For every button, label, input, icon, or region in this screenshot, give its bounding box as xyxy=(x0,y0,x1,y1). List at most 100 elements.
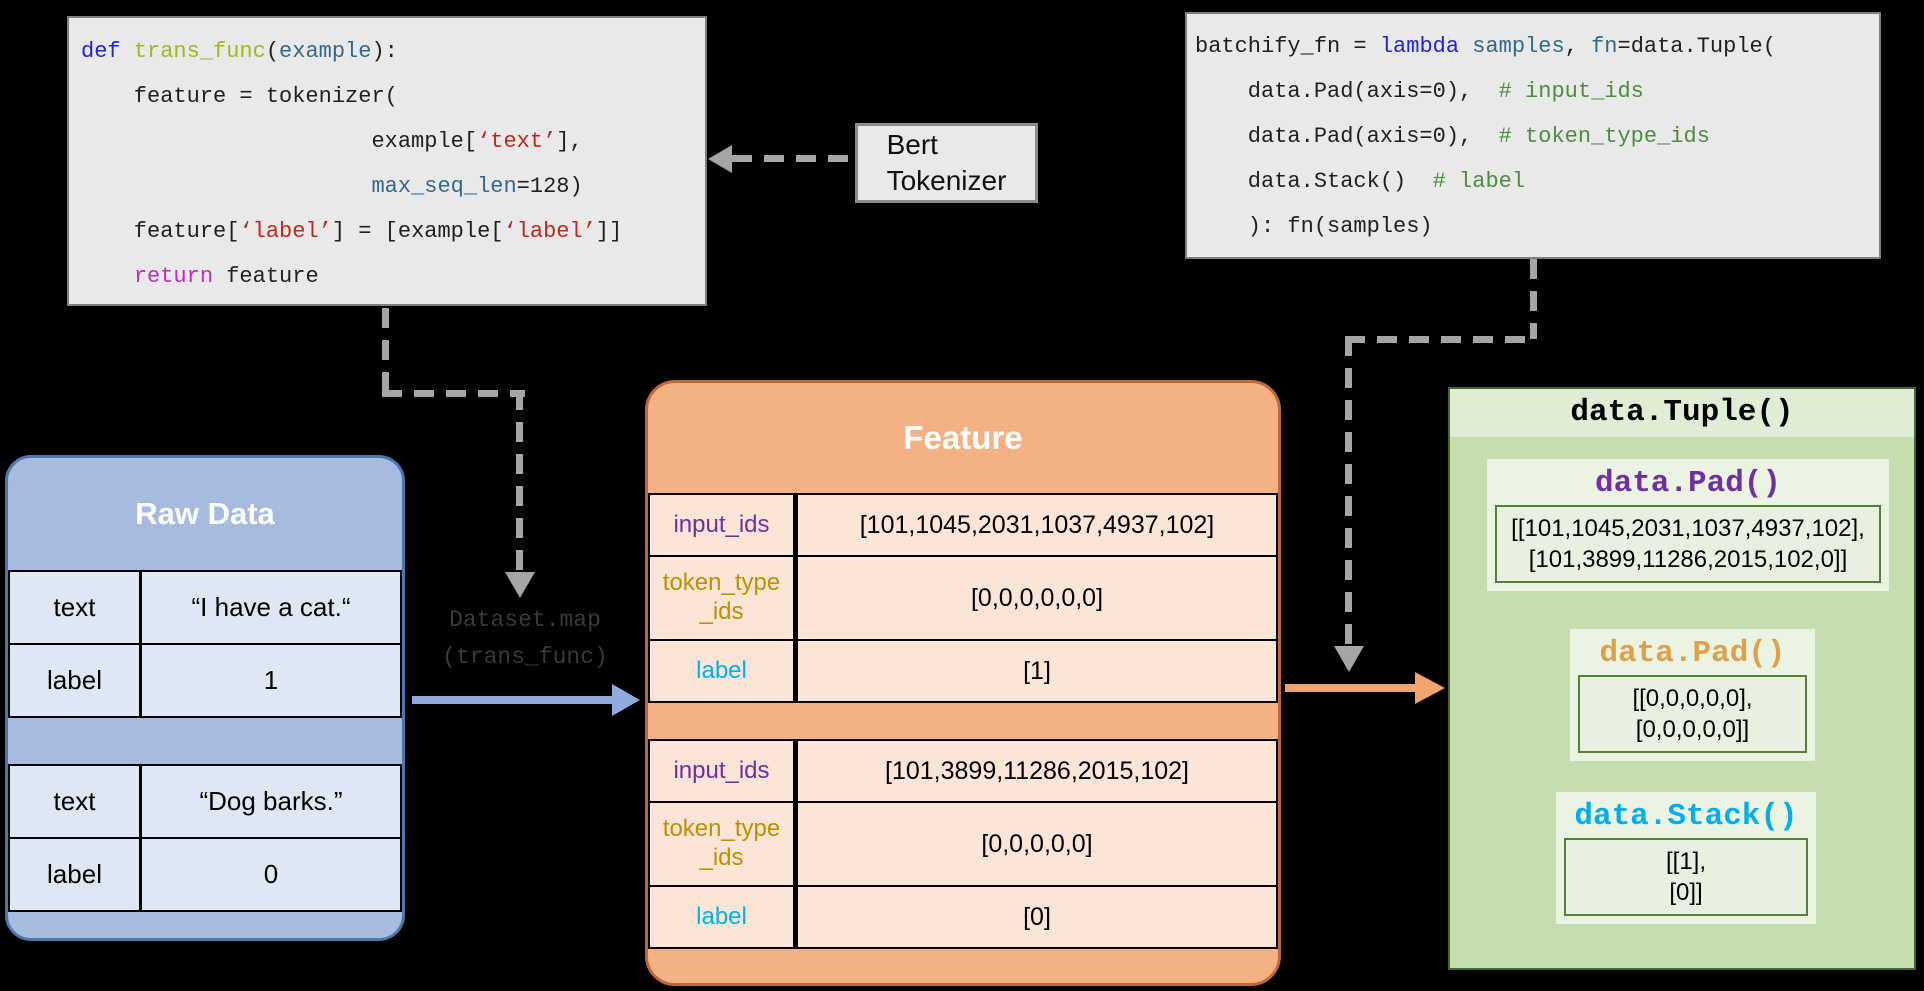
code-token: batchify_fn = xyxy=(1195,34,1380,59)
code-token: feature xyxy=(213,264,319,289)
code-block-trans-func: def trans_func(example): feature = token… xyxy=(67,16,707,306)
code-line: ): fn(samples) xyxy=(1195,204,1879,249)
bert-arrow-line xyxy=(732,155,855,162)
raw-key-cell: label xyxy=(8,837,142,912)
code-token: trans_func xyxy=(133,39,266,64)
code-token: lambda xyxy=(1379,34,1460,59)
code-token: def xyxy=(81,39,134,64)
raw-data-panel: Raw Data text “I have a cat.“ label 1 te… xyxy=(5,455,405,941)
table-row: label 1 xyxy=(8,643,402,718)
code-token: ], xyxy=(556,129,583,154)
code-token: return xyxy=(133,264,214,289)
tuple-item-title: data.Pad() xyxy=(1599,636,1786,671)
table-row: token_type _ids [0,0,0,0,0,0] xyxy=(648,555,1278,641)
transfunc-arrow-v1 xyxy=(382,308,389,396)
code-line: data.Pad(axis=0), # token_type_ids xyxy=(1195,114,1879,159)
tuple-item-value: [[1], [0]] xyxy=(1564,838,1808,917)
code-token: example[ xyxy=(81,129,478,154)
feature-key-cell: label xyxy=(648,885,796,949)
code-line: return feature xyxy=(81,254,705,299)
code-token: example xyxy=(279,39,372,64)
feature-value-cell: [0,0,0,0,0,0] xyxy=(796,555,1278,641)
code-block-batchify-fn: batchify_fn = lambda samples, fn=data.Tu… xyxy=(1185,12,1881,259)
table-row: input_ids [101,1045,2031,1037,4937,102] xyxy=(648,493,1278,557)
table-row: token_type _ids [0,0,0,0,0] xyxy=(648,801,1278,887)
code-token: ‘label’ xyxy=(239,219,332,244)
raw-key-cell: text xyxy=(8,764,142,839)
raw-to-feature-arrow-line xyxy=(412,696,614,704)
code-token: feature[ xyxy=(81,219,240,244)
tuple-item-box: data.Pad() [[101,1045,2031,1037,4937,102… xyxy=(1487,459,1889,592)
code-token: =data.Tuple( xyxy=(1617,34,1776,59)
feature-value-cell: [1] xyxy=(796,639,1278,703)
feature-key-cell: input_ids xyxy=(648,739,796,803)
bert-arrow-head-icon xyxy=(708,145,732,173)
code-line: def trans_func(example): xyxy=(81,29,705,74)
raw-value-cell: 1 xyxy=(142,643,402,718)
feature-to-tuple-arrow-line xyxy=(1285,684,1417,692)
code-line: example[‘text’], xyxy=(81,119,705,164)
code-token xyxy=(1459,34,1472,59)
code-line: data.Stack() # label xyxy=(1195,159,1879,204)
tuple-item-value: [[101,1045,2031,1037,4937,102], [101,389… xyxy=(1495,505,1881,584)
tuple-item-value: [[0,0,0,0,0], [0,0,0,0,0]] xyxy=(1578,675,1807,754)
code-token: data.Pad(axis=0), xyxy=(1195,79,1499,104)
code-token: max_seq_len xyxy=(81,174,517,199)
raw-data-title: Raw Data xyxy=(135,496,275,531)
code-line: feature = tokenizer( xyxy=(81,74,705,119)
batchify-arrow-head-icon xyxy=(1334,646,1364,672)
code-token: samples xyxy=(1472,34,1565,59)
raw-value-cell: “I have a cat.“ xyxy=(142,570,402,645)
feature-key-cell: token_type _ids xyxy=(648,555,796,641)
code-token: # token_type_ids xyxy=(1498,124,1710,149)
tuple-item-title: data.Stack() xyxy=(1574,799,1798,834)
tuple-title: data.Tuple() xyxy=(1450,389,1914,437)
raw-key-cell: label xyxy=(8,643,142,718)
code-token: fn xyxy=(1591,34,1618,59)
batchify-arrow-v1 xyxy=(1530,259,1537,339)
transfunc-arrow-head-icon xyxy=(505,572,535,598)
code-token xyxy=(81,264,134,289)
code-token: ] = [example[ xyxy=(331,219,504,244)
raw-value-cell: 0 xyxy=(142,837,402,912)
batchify-arrow-v2 xyxy=(1345,336,1352,646)
table-row: text “I have a cat.“ xyxy=(8,570,402,645)
transfunc-arrow-v2 xyxy=(516,390,523,572)
code-token: ): fn(samples) xyxy=(1195,214,1433,239)
code-token: # input_ids xyxy=(1498,79,1644,104)
code-token: ): xyxy=(371,39,398,64)
raw-value-cell: “Dog barks.” xyxy=(142,764,402,839)
tuple-panel: data.Tuple() data.Pad() [[101,1045,2031,… xyxy=(1448,387,1916,970)
code-line: max_seq_len=128) xyxy=(81,164,705,209)
tuple-item-box: data.Stack() [[1], [0]] xyxy=(1556,792,1816,925)
code-token: ]] xyxy=(595,219,623,244)
feature-to-tuple-arrow-head-icon xyxy=(1415,672,1445,704)
feature-panel: Feature input_ids [101,1045,2031,1037,49… xyxy=(645,380,1281,986)
tuple-item-box: data.Pad() [[0,0,0,0,0], [0,0,0,0,0]] xyxy=(1570,629,1815,762)
code-token: =128) xyxy=(516,174,583,199)
batchify-arrow-h1 xyxy=(1345,336,1537,343)
code-token: data.Pad(axis=0), xyxy=(1195,124,1499,149)
code-line: data.Pad(axis=0), # input_ids xyxy=(1195,69,1879,114)
bert-tokenizer-box: Bert Tokenizer xyxy=(855,123,1038,203)
table-row: label 0 xyxy=(8,837,402,912)
feature-value-cell: [101,1045,2031,1037,4937,102] xyxy=(796,493,1278,557)
code-token: # label xyxy=(1432,169,1526,194)
code-token: feature = tokenizer( xyxy=(81,84,398,109)
feature-key-cell: label xyxy=(648,639,796,703)
table-row: label [0] xyxy=(648,885,1278,949)
feature-value-cell: [101,3899,11286,2015,102] xyxy=(796,739,1278,803)
code-token: ‘label’ xyxy=(503,219,596,244)
code-token: ‘text’ xyxy=(477,129,557,154)
code-token: ( xyxy=(265,39,280,64)
feature-value-cell: [0] xyxy=(796,885,1278,949)
raw-key-cell: text xyxy=(8,570,142,645)
feature-value-cell: [0,0,0,0,0] xyxy=(796,801,1278,887)
feature-key-cell: input_ids xyxy=(648,493,796,557)
dataset-map-label: Dataset.map (trans_func) xyxy=(442,607,608,670)
code-line: batchify_fn = lambda samples, fn=data.Tu… xyxy=(1195,24,1879,69)
raw-to-feature-arrow-head-icon xyxy=(612,684,640,716)
table-row: label [1] xyxy=(648,639,1278,703)
code-line: feature[‘label’] = [example[‘label’]] xyxy=(81,209,705,254)
